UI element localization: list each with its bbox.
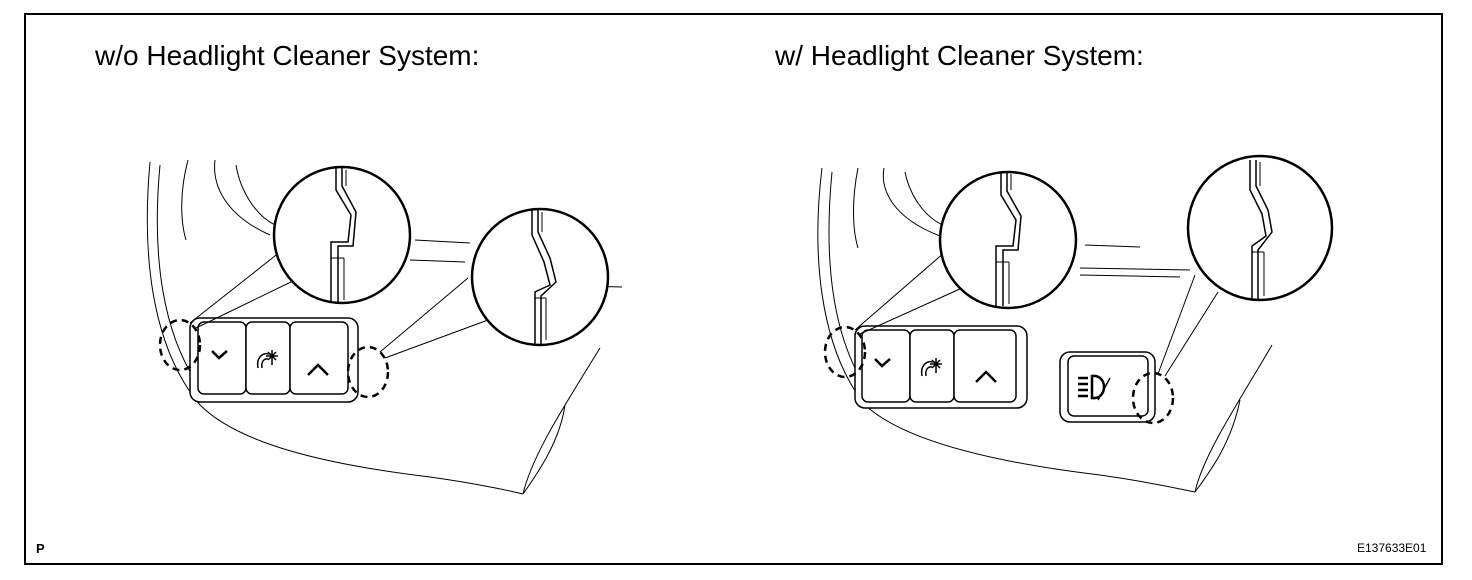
left-claw-marker-2 bbox=[348, 347, 388, 397]
left-claw-marker-1 bbox=[160, 320, 200, 370]
left-switch-assembly bbox=[190, 318, 358, 402]
left-switch-down bbox=[198, 322, 246, 394]
headlight-cleaner-icon bbox=[1078, 376, 1110, 400]
corner-label-left: P bbox=[36, 541, 45, 556]
dash-light-icon bbox=[922, 358, 942, 376]
right-switch-dash-light bbox=[910, 330, 954, 402]
chevron-down-icon bbox=[875, 359, 890, 366]
left-callout-lines bbox=[190, 252, 488, 358]
right-dashboard-outline bbox=[818, 168, 1272, 492]
right-panel-title: w/ Headlight Cleaner System: bbox=[775, 40, 1144, 71]
dash-light-icon bbox=[258, 350, 278, 368]
right-switch-down bbox=[862, 330, 910, 402]
left-panel-title: w/o Headlight Cleaner System: bbox=[95, 40, 480, 71]
left-switch-dash-light bbox=[246, 322, 290, 394]
right-magnified-view-1 bbox=[940, 172, 1076, 308]
diagram-frame bbox=[24, 13, 1443, 565]
left-switch-up bbox=[290, 322, 348, 394]
left-panel-illustration bbox=[147, 160, 622, 494]
chevron-down-icon bbox=[212, 351, 227, 358]
chevron-up-icon bbox=[308, 365, 328, 375]
headlight-cleaner-switch bbox=[1060, 352, 1155, 422]
figure-code: E137633E01 bbox=[1357, 541, 1427, 555]
left-magnified-view-2 bbox=[472, 209, 608, 345]
right-claw-marker-1 bbox=[825, 327, 865, 377]
right-switch-up bbox=[954, 330, 1016, 402]
right-switch-assembly bbox=[855, 326, 1027, 408]
chevron-up-icon bbox=[976, 372, 996, 382]
right-claw-marker-2 bbox=[1133, 373, 1173, 423]
right-panel-illustration bbox=[818, 156, 1332, 492]
left-magnified-view-1 bbox=[274, 167, 410, 303]
right-callout-lines bbox=[855, 252, 1218, 376]
right-magnified-view-2 bbox=[1188, 156, 1332, 300]
